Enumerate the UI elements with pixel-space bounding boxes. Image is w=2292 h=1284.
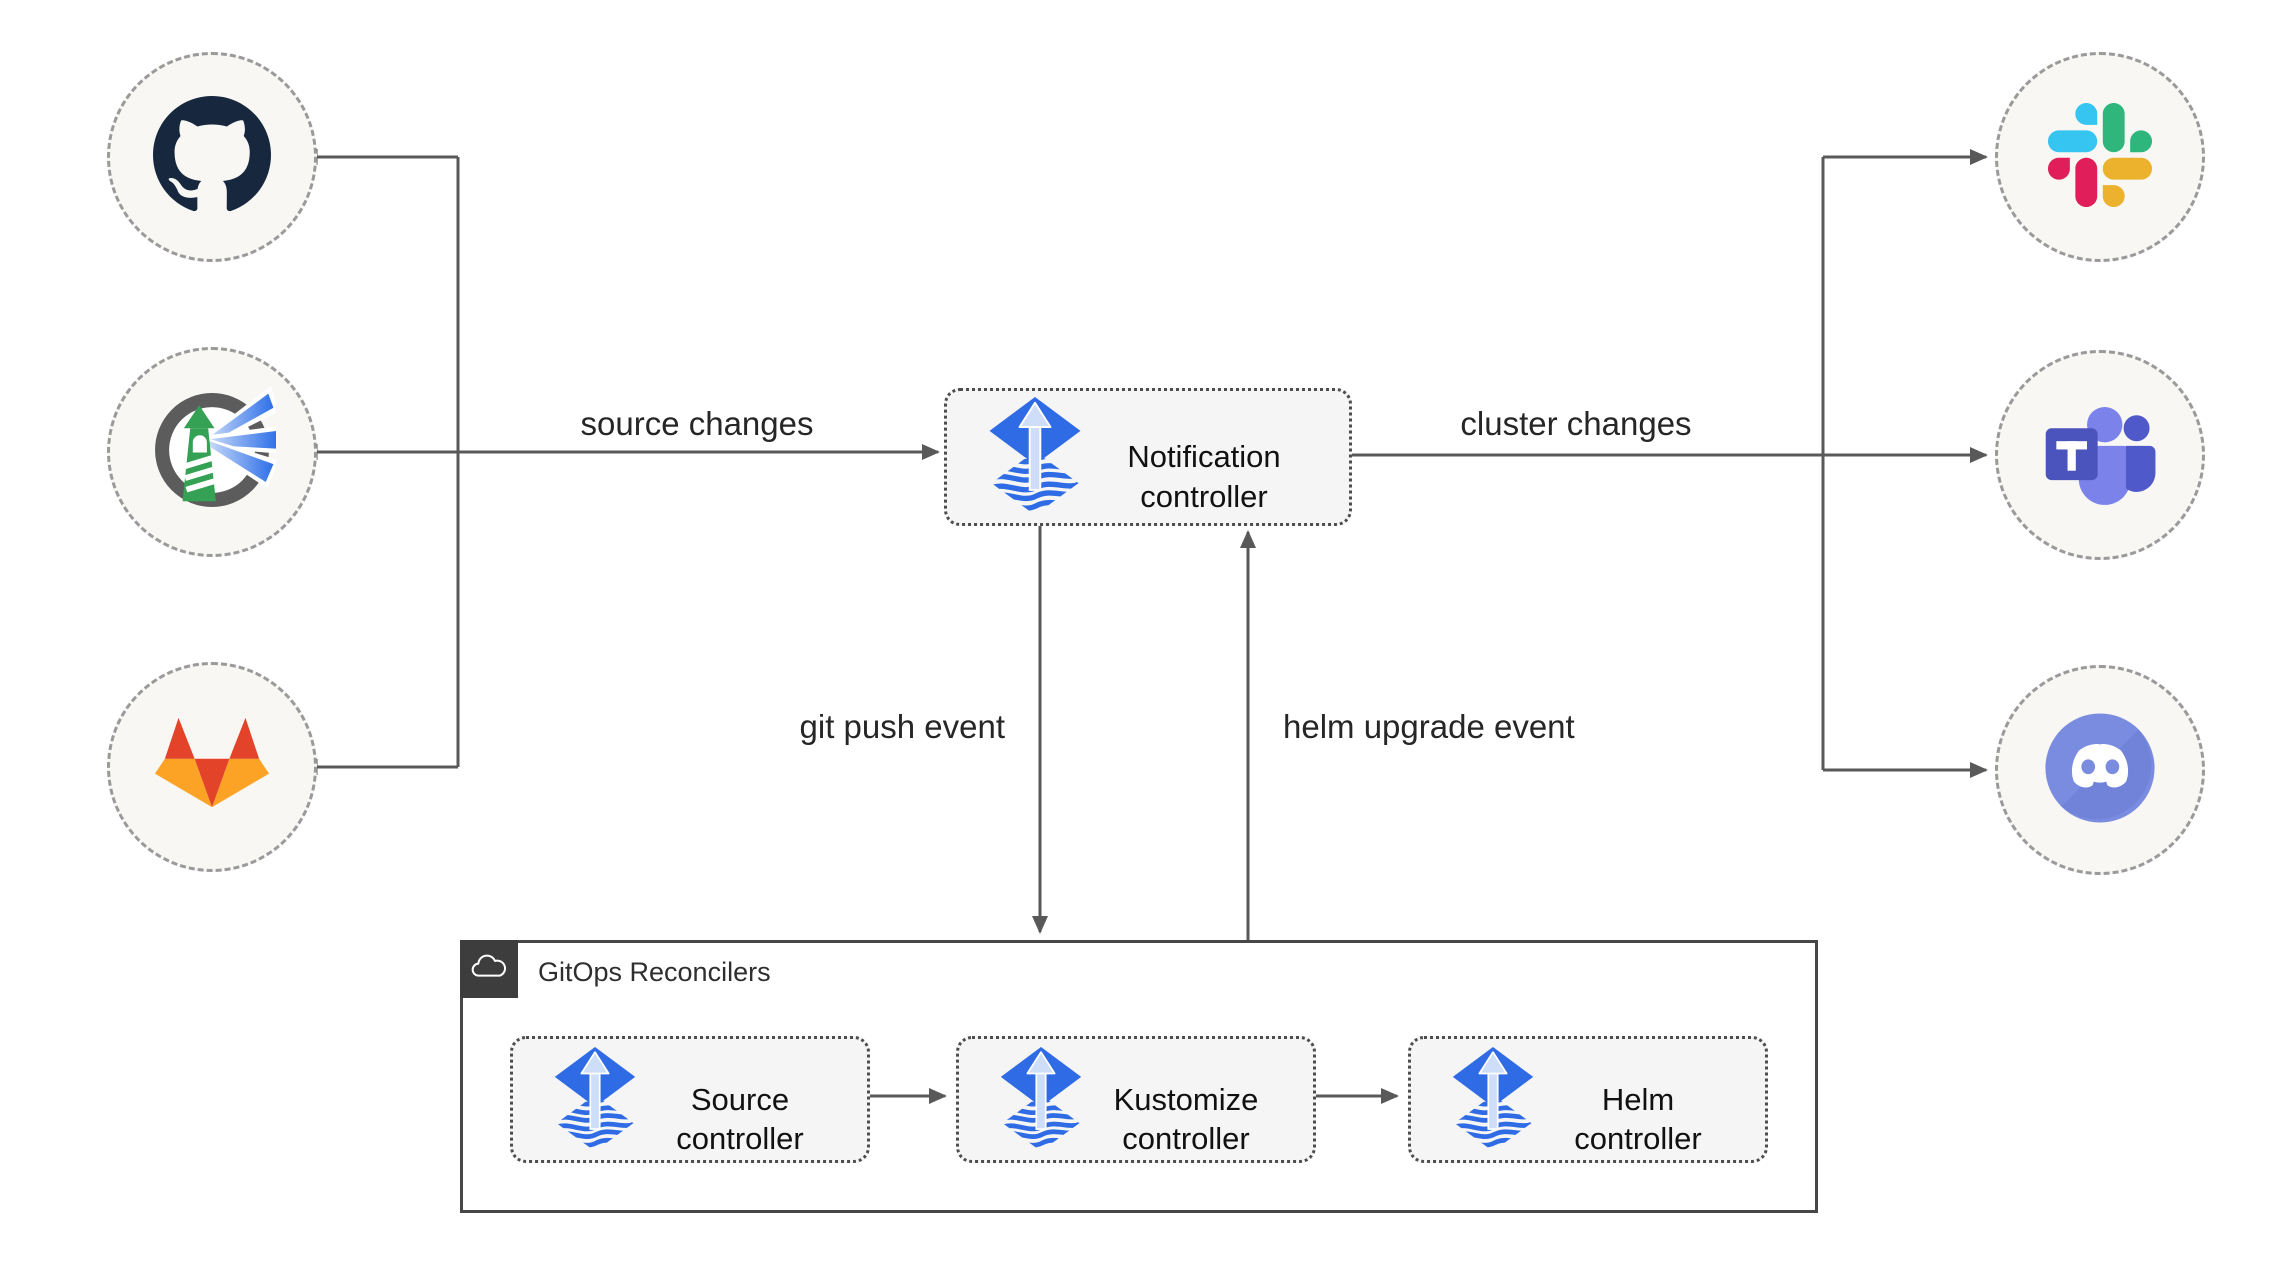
source-controller-label: Source controller: [676, 1081, 804, 1157]
harbor-icon: [148, 386, 276, 519]
node-teams: [1995, 350, 2205, 560]
flux-icon: [997, 1047, 1085, 1153]
notification-controller-label: Notification controller: [1127, 439, 1281, 514]
node-harbor: [107, 347, 317, 557]
node-discord: [1995, 665, 2205, 875]
edge-label-cluster-changes: cluster changes: [1460, 405, 1692, 442]
gitlab-icon: [150, 703, 274, 832]
helm-controller-label: Helm controller: [1574, 1081, 1702, 1157]
cloud-badge: [460, 940, 518, 998]
kustomize-controller-label: Kustomize controller: [1113, 1081, 1259, 1157]
node-gitlab: [107, 662, 317, 872]
node-slack: [1995, 52, 2205, 262]
edge-label-helm-upgrade-event: helm upgrade event: [1283, 708, 1575, 745]
node-github: [107, 52, 317, 262]
flux-icon: [551, 1047, 639, 1153]
flux-icon: [985, 397, 1085, 517]
gitops-reconcilers-container: GitOps Reconcilers Source controller Kus…: [460, 940, 1818, 1213]
node-source-controller: Source controller: [510, 1036, 870, 1163]
cloud-icon: [469, 953, 509, 986]
flux-icon: [1449, 1047, 1537, 1153]
microsoft-teams-icon: [2041, 394, 2159, 517]
discord-icon: [2038, 706, 2162, 835]
github-icon: [153, 96, 271, 219]
edge-label-git-push-event: git push event: [799, 708, 1005, 745]
node-kustomize-controller: Kustomize controller: [956, 1036, 1316, 1163]
edge-label-source-changes: source changes: [580, 405, 814, 442]
gitops-reconcilers-label: GitOps Reconcilers: [538, 957, 771, 987]
slack-icon: [2048, 103, 2152, 212]
node-notification-controller: Notification controller: [944, 388, 1352, 526]
node-helm-controller: Helm controller: [1408, 1036, 1768, 1163]
